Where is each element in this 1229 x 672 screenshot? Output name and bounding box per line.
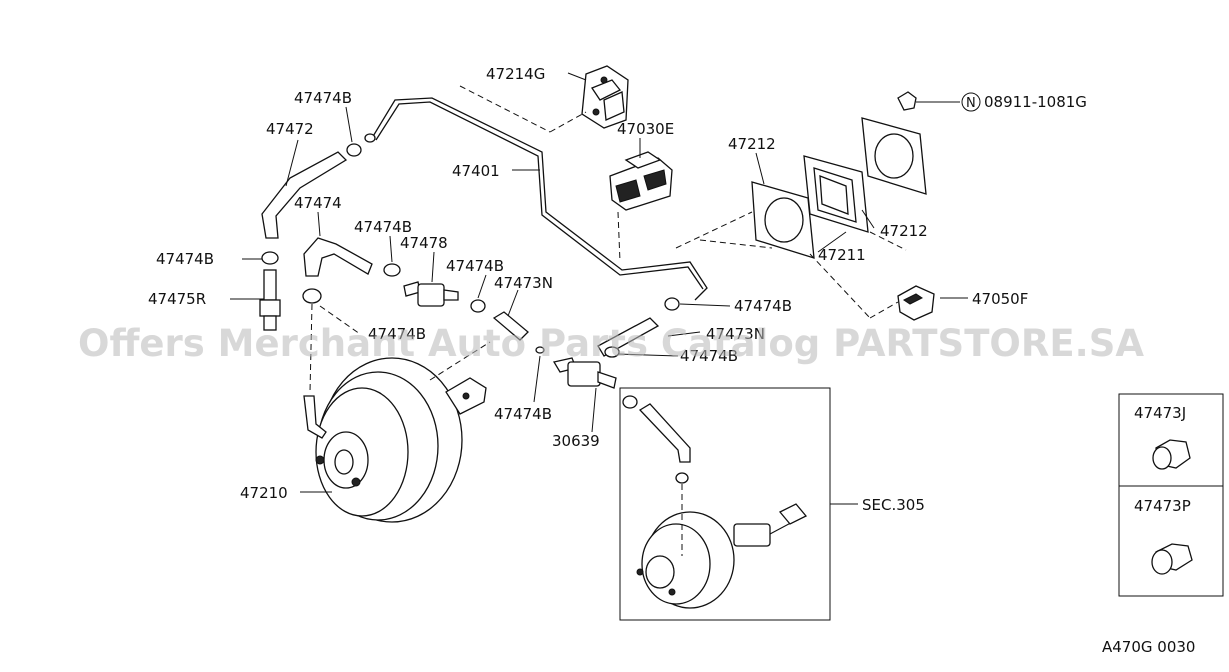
plate-47211 [803, 155, 869, 233]
hose-47473N [492, 311, 660, 358]
label-47472: 47472 [266, 120, 314, 138]
inset-box-47473P [1118, 485, 1224, 597]
label-47474B-top: 47474B [294, 89, 352, 107]
label-47475R: 47475R [148, 290, 206, 308]
label-47473J: 47473J [1134, 404, 1186, 422]
label-47473N-right: 47473N [706, 325, 765, 343]
label-47474B-right: 47474B [734, 297, 792, 315]
gasket-47212-right [861, 117, 927, 195]
label-47212-left: 47212 [728, 135, 776, 153]
label-08911-prefix: N [966, 96, 976, 111]
vacuum-pipe-47401 [371, 97, 708, 301]
label-47474B-mid: 47474B [354, 218, 412, 236]
label-47210: 47210 [240, 484, 288, 502]
label-47050F: 47050F [972, 290, 1028, 308]
check-valve-47475R [259, 269, 281, 331]
leader-lines [230, 72, 968, 505]
sensor-47050F [897, 285, 935, 321]
label-47474B-low: 47474B [494, 405, 552, 423]
footer-code: A470G 0030 [1102, 638, 1195, 656]
label-47214G: 47214G [486, 65, 545, 83]
clamp-47474B-right [664, 297, 680, 311]
label-47478: 47478 [400, 234, 448, 252]
label-47212-right: 47212 [880, 222, 928, 240]
label-47474: 47474 [294, 194, 342, 212]
detail-box-sec305 [619, 387, 831, 621]
brake-booster-47210 [303, 357, 487, 523]
label-47473N-top: 47473N [494, 274, 553, 292]
screw-08911-1081G [897, 91, 960, 111]
label-08911-1081G: 08911-1081G [984, 93, 1087, 111]
hose-47472 [261, 133, 376, 265]
label-47474B-mid2: 47474B [446, 257, 504, 275]
watermark: Offers Merchant Auto Parts Catalog PARTS… [78, 322, 1144, 365]
gasket-47212-left [751, 181, 815, 259]
label-30639: 30639 [552, 432, 600, 450]
label-47474B-left: 47474B [156, 250, 214, 268]
hose-47474 [302, 237, 401, 304]
label-47401: 47401 [452, 162, 500, 180]
bracket-47214G [581, 65, 629, 129]
label-47211: 47211 [818, 246, 866, 264]
assembly-dashed-lines [309, 85, 907, 393]
valve-30639 [552, 357, 638, 409]
clip-47030E [609, 151, 673, 211]
n-circle-icon [961, 92, 981, 112]
valve-47478 [403, 281, 486, 313]
label-47474B-under: 47474B [680, 347, 738, 365]
label-47473P: 47473P [1134, 497, 1191, 515]
callout-labels: 47214G 47474B 47472 47030E 47401 N 08911… [148, 65, 1195, 656]
label-47474B-hidden: 47474B [368, 325, 426, 343]
label-47030E: 47030E [617, 120, 674, 138]
inset-box-47473J [1118, 393, 1224, 487]
label-sec305: SEC.305 [862, 496, 925, 514]
